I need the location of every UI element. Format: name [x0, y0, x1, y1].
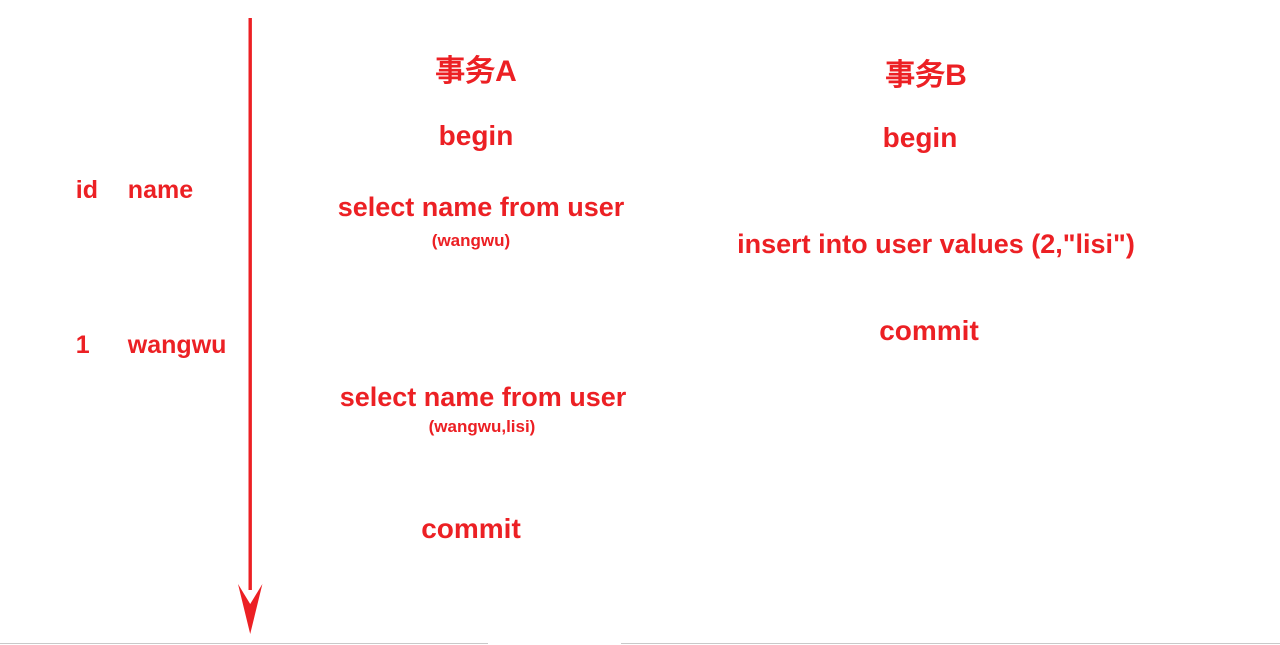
transaction-a-select-1: select name from user	[337, 192, 625, 222]
transaction-a-commit: commit	[421, 513, 521, 544]
transaction-b-insert: insert into user values (2,"lisi")	[737, 229, 1135, 259]
bottom-divider-right	[621, 643, 1280, 644]
down-arrow-icon	[238, 18, 263, 634]
column-header-name: name	[127, 176, 194, 204]
transaction-b-commit: commit	[879, 315, 979, 346]
bottom-divider-left	[0, 643, 488, 644]
cell-id: 1	[75, 331, 90, 359]
transaction-a-select-2-result: (wangwu,lisi)	[428, 417, 536, 436]
cell-name: wangwu	[127, 331, 227, 359]
column-header-id: id	[75, 176, 99, 204]
transaction-b-title: 事务B	[885, 59, 967, 92]
table-row: 1 wangwu	[48, 299, 227, 392]
transaction-a-title: 事务A	[435, 55, 517, 88]
transaction-a-select-1-result: (wangwu)	[431, 231, 511, 250]
transaction-a-begin: begin	[438, 120, 514, 151]
transaction-b-begin: begin	[882, 122, 958, 153]
transaction-a-select-2: select name from user	[339, 382, 627, 412]
